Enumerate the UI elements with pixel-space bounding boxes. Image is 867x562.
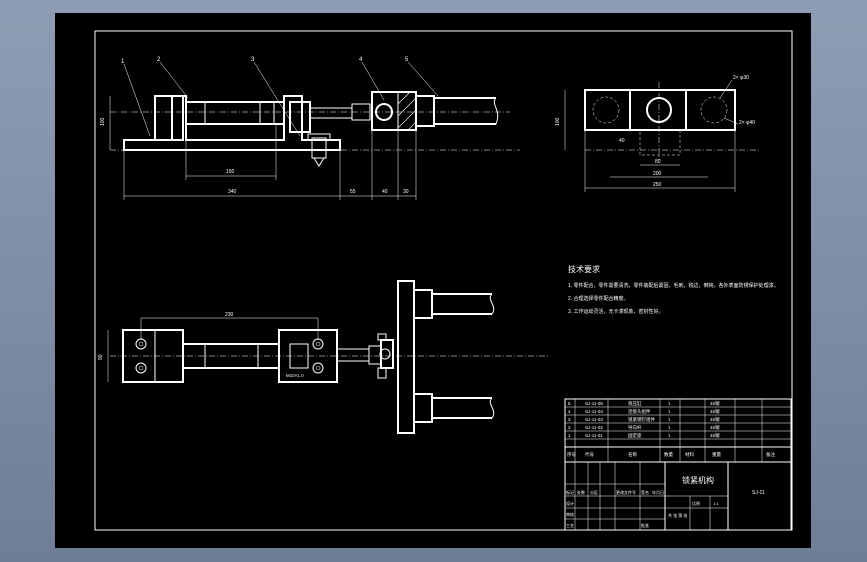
bom-3-code: SJ-11-03 — [585, 417, 603, 422]
bom-header-code: 代号 — [585, 451, 594, 458]
bom-1-mat: 45钢 — [710, 400, 720, 407]
title-block: 5 SJ-11-05 液压缸 1 45钢 4 SJ-11-04 连接头组件 1 … — [564, 398, 792, 531]
dim-height: 100 — [100, 117, 106, 126]
plan-mount-plate — [397, 280, 415, 434]
tb-sheet: 共 张 第 张 — [668, 512, 687, 518]
side-dim-200: 200 — [653, 171, 662, 177]
plan-dim-span: 230 — [225, 312, 234, 318]
drawing-sheet: 1 2 3 4 5 100 150 340 55 40 30 — [55, 13, 811, 548]
tb-label-sign: 签名 — [641, 489, 649, 495]
bom-2-no: 4 — [568, 409, 571, 414]
tb-label-date: 年月日 — [652, 489, 664, 495]
tb-design: 设计 — [566, 500, 574, 506]
dim-30: 30 — [403, 189, 409, 195]
bom-4-name: 导向杆 — [628, 424, 642, 431]
technical-requirements: 技术要求 1. 零件配合，零件需要清洗，零件装配后紧固，毛刺，锐边，倒钝，各外表… — [568, 264, 779, 315]
tb-label-change: 更改文件号 — [616, 489, 636, 495]
part-no-2: 2 — [157, 57, 161, 63]
bom-5-mat: 45钢 — [710, 432, 720, 439]
tb-scale: 1:1 — [713, 501, 719, 506]
bom-header-name: 名称 — [628, 451, 637, 458]
bom-4-qty: 1 — [668, 425, 671, 430]
side-block — [584, 89, 736, 131]
front-view: 1 2 3 4 5 100 150 340 55 40 30 — [100, 57, 520, 200]
plan-dim-height: 90 — [98, 354, 104, 360]
drawing-title: 锁紧机构 — [682, 475, 714, 485]
bom-4-no: 2 — [568, 425, 571, 430]
tb-label-mark: 标记 — [566, 489, 574, 495]
bom-2-code: SJ-11-04 — [585, 409, 603, 414]
tb-scale-label: 比例 — [692, 500, 700, 506]
bom-3-mat: 45钢 — [710, 416, 720, 423]
bom-1-code: SJ-11-05 — [585, 401, 603, 406]
tb-check: 审核 — [566, 511, 574, 517]
tb-approve: 批准 — [641, 522, 649, 528]
tech-note-1: 1. 零件配合，零件需要清洗，零件装配后紧固，毛刺，锐边，倒钝，各外表面防锈保护… — [568, 282, 779, 289]
drawing-frame — [94, 30, 793, 531]
bom-3-name: 锁紧销钉组件 — [628, 416, 655, 423]
bom-1-no: 5 — [568, 401, 571, 406]
bom-header-no: 序号 — [567, 451, 576, 458]
side-offset: 40 — [619, 138, 625, 144]
bom-5-name: 固定座 — [628, 432, 642, 439]
tech-heading: 技术要求 — [568, 264, 600, 274]
bom-2-mat: 45钢 — [710, 408, 720, 415]
side-hole-30: 2× φ30 — [733, 75, 749, 81]
bom-1-qty: 1 — [668, 401, 671, 406]
dim-150: 150 — [226, 169, 235, 175]
part-no-5: 5 — [405, 57, 409, 63]
bom-4-mat: 45钢 — [710, 424, 720, 431]
bom-header-qty: 数量 — [664, 451, 673, 458]
part-no-1: 1 — [121, 59, 125, 65]
part-no-4: 4 — [359, 57, 363, 63]
tb-process: 工艺 — [566, 523, 574, 528]
bom-header-material: 材料 — [685, 451, 694, 458]
cad-drawing: 1 2 3 4 5 100 150 340 55 40 30 — [94, 30, 793, 531]
bom-2-name: 连接头组件 — [628, 408, 651, 415]
tb-label-count: 处数 — [577, 489, 585, 495]
tb-label-zone: 分区 — [590, 489, 598, 495]
drawing-code: SJ-11 — [752, 490, 765, 496]
bom-5-code: SJ-11-01 — [585, 433, 603, 438]
tech-note-3: 3. 工作运动灵活，无卡滞现象，密封性好。 — [568, 308, 664, 315]
cylinder-body — [434, 97, 496, 125]
dim-55: 55 — [350, 189, 356, 195]
side-hole-40: 2× φ40 — [739, 120, 755, 126]
plan-view: 230 90 M10×1.0 — [98, 280, 550, 434]
bom-1-name: 液压缸 — [628, 400, 642, 407]
left-bracket — [154, 95, 184, 141]
guide-rod — [185, 101, 285, 125]
cylinder-head — [371, 91, 417, 131]
bom-header-weight: 重量 — [712, 451, 721, 458]
bom-5-qty: 1 — [668, 433, 671, 438]
dim-340: 340 — [228, 189, 237, 195]
side-dim-height: 100 — [555, 117, 561, 126]
bom-5-no: 1 — [568, 433, 571, 438]
plan-thread-note: M10×1.0 — [286, 373, 304, 378]
bom-2-qty: 1 — [668, 409, 671, 414]
bom-3-qty: 1 — [668, 417, 671, 422]
dim-40: 40 — [382, 189, 388, 195]
bom-header-note: 备注 — [766, 451, 775, 458]
part-no-3: 3 — [251, 57, 255, 63]
side-dim-250: 250 — [653, 182, 662, 188]
side-view: 100 80 200 250 2× φ30 2× φ40 40 — [555, 75, 760, 192]
side-dim-80: 80 — [655, 159, 661, 165]
bom-4-code: SJ-11-02 — [585, 425, 603, 430]
tech-note-2: 2. 合理选择零件配合精度。 — [568, 295, 629, 302]
bom-3-no: 3 — [568, 417, 571, 422]
